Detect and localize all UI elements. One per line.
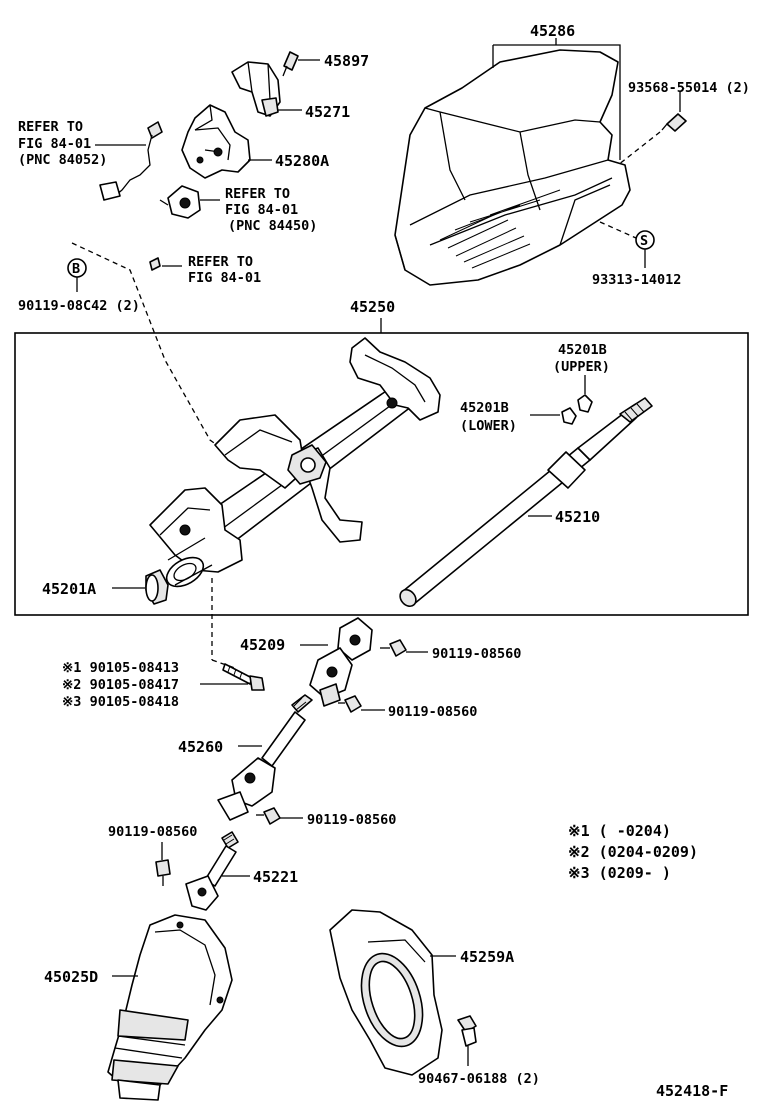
circle-b-letter: B bbox=[72, 261, 80, 277]
note-90105-08413: ※1 90105-08413 bbox=[62, 660, 179, 676]
bolt-90105 bbox=[222, 663, 265, 691]
label-45286: 45286 bbox=[530, 22, 575, 40]
yoke-45221 bbox=[185, 831, 239, 911]
steering-column-45250 bbox=[149, 337, 441, 588]
wire-harness-84052 bbox=[99, 121, 163, 201]
universal-joint-45209 bbox=[309, 617, 373, 707]
label-93568-55014: 93568-55014 (2) bbox=[628, 80, 750, 96]
bolt-90119-08560-c bbox=[256, 807, 281, 825]
label-90467-06188: 90467-06188 (2) bbox=[418, 1071, 540, 1087]
refer3-line2: FIG 84-01 bbox=[188, 270, 261, 286]
label-90119-08c42: 90119-08C42 (2) bbox=[18, 298, 140, 314]
refer2-line1: REFER TO bbox=[225, 186, 290, 202]
bolt-90119-08560-d bbox=[155, 859, 171, 886]
switch-84450 bbox=[159, 185, 201, 219]
main-shaft-45210 bbox=[399, 397, 653, 608]
label-45259a: 45259A bbox=[460, 948, 514, 966]
boot-45025d bbox=[107, 914, 233, 1101]
bushing-45201b-lower bbox=[561, 407, 577, 425]
screw-93568 bbox=[661, 113, 687, 132]
refer1-line3: (PNC 84052) bbox=[18, 152, 107, 168]
label-45210: 45210 bbox=[555, 508, 600, 526]
label-45250: 45250 bbox=[350, 298, 395, 316]
label-45271: 45271 bbox=[305, 103, 350, 121]
refer2-line3: (PNC 84450) bbox=[228, 218, 317, 234]
label-45280a: 45280A bbox=[275, 152, 329, 170]
clip-90467 bbox=[457, 1015, 477, 1047]
label-93313-14012: 93313-14012 bbox=[592, 272, 681, 288]
label-90119-08560-b: 90119-08560 bbox=[388, 704, 477, 720]
legend-note-3: ※3 (0209- ) bbox=[568, 864, 671, 882]
cover-45259a bbox=[329, 909, 443, 1076]
label-45025d: 45025D bbox=[44, 968, 98, 986]
upper-column-cover-45286 bbox=[394, 49, 631, 286]
refer1-line1: REFER TO bbox=[18, 119, 83, 135]
label-45221: 45221 bbox=[253, 868, 298, 886]
label-90119-08560-d: 90119-08560 bbox=[108, 824, 197, 840]
label-45897: 45897 bbox=[324, 52, 369, 70]
refer1-line2: FIG 84-01 bbox=[18, 136, 91, 152]
clamp-45271 bbox=[231, 61, 281, 117]
label-45201b-upper-1: 45201B bbox=[558, 342, 607, 358]
refer2-line2: FIG 84-01 bbox=[225, 202, 298, 218]
screw-refer3 bbox=[149, 257, 161, 271]
label-90119-08560-a: 90119-08560 bbox=[432, 646, 521, 662]
label-45201b-lower-2: (LOWER) bbox=[460, 418, 517, 434]
column-assembly-box bbox=[14, 332, 749, 616]
label-45260: 45260 bbox=[178, 738, 223, 756]
label-45201b-lower-1: 45201B bbox=[460, 400, 509, 416]
label-90119-08560-c: 90119-08560 bbox=[307, 812, 396, 828]
label-45201b-upper-2: (UPPER) bbox=[553, 359, 610, 375]
bolt-90119-08560-b bbox=[338, 695, 362, 713]
bushing-45201b-upper bbox=[577, 394, 593, 413]
bolt-90119-08560-a bbox=[380, 639, 407, 657]
label-45209: 45209 bbox=[240, 636, 285, 654]
note-90105-08417: ※2 90105-08417 bbox=[62, 677, 179, 693]
circle-s-letter: S bbox=[640, 233, 648, 249]
legend-note-1: ※1 ( -0204) bbox=[568, 822, 671, 840]
bushing-45201a bbox=[145, 569, 169, 605]
note-90105-08418: ※3 90105-08418 bbox=[62, 694, 179, 710]
figure-id: 452418-F bbox=[656, 1082, 728, 1100]
lock-housing-45280a bbox=[181, 104, 251, 179]
label-45201a: 45201A bbox=[42, 580, 96, 598]
intermediate-shaft-45260 bbox=[217, 694, 313, 821]
legend-note-2: ※2 (0204-0209) bbox=[568, 843, 698, 861]
refer3-line1: REFER TO bbox=[188, 254, 253, 270]
screw-45897 bbox=[282, 51, 299, 77]
